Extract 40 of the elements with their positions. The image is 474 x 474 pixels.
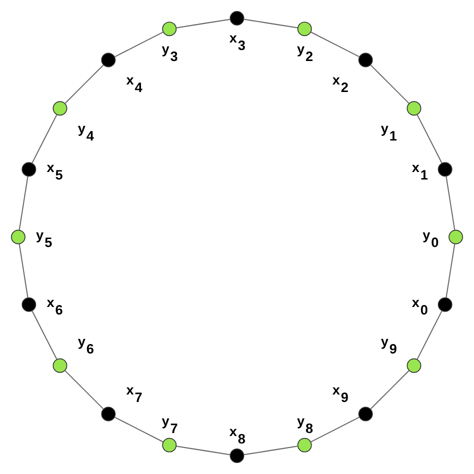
connector [64,370,104,410]
connector [32,114,58,164]
node-circle [52,101,68,116]
node-circle [448,230,464,244]
node-circle [22,162,36,177]
node-circle [22,297,36,312]
node-circle [297,22,312,36]
node-circle [358,52,373,68]
connector [446,176,456,230]
node-circle [162,22,177,36]
connector [370,370,410,410]
connector [310,32,360,58]
connector [244,446,298,456]
node-circle [52,358,68,373]
node-circle [438,297,452,312]
connector [176,18,230,28]
connector [32,310,58,360]
connector [176,446,230,456]
node-circle [230,448,244,464]
connector [446,244,456,298]
node-circle [101,406,116,422]
connector [370,64,410,104]
connector [114,416,164,442]
connector [416,310,442,360]
connector [114,32,164,58]
node-circle [297,438,312,452]
connector [310,416,360,442]
node-circle [406,358,422,373]
node-circle [358,406,373,422]
connector [18,176,28,230]
node-circle [101,52,116,68]
node-circle [438,162,452,177]
node-circle [10,230,26,244]
connector [244,18,298,28]
node-circle [406,101,422,116]
node-circle [230,10,244,26]
connector [64,64,104,104]
node-circle [162,438,177,452]
connector [18,244,28,298]
connector [416,114,442,164]
